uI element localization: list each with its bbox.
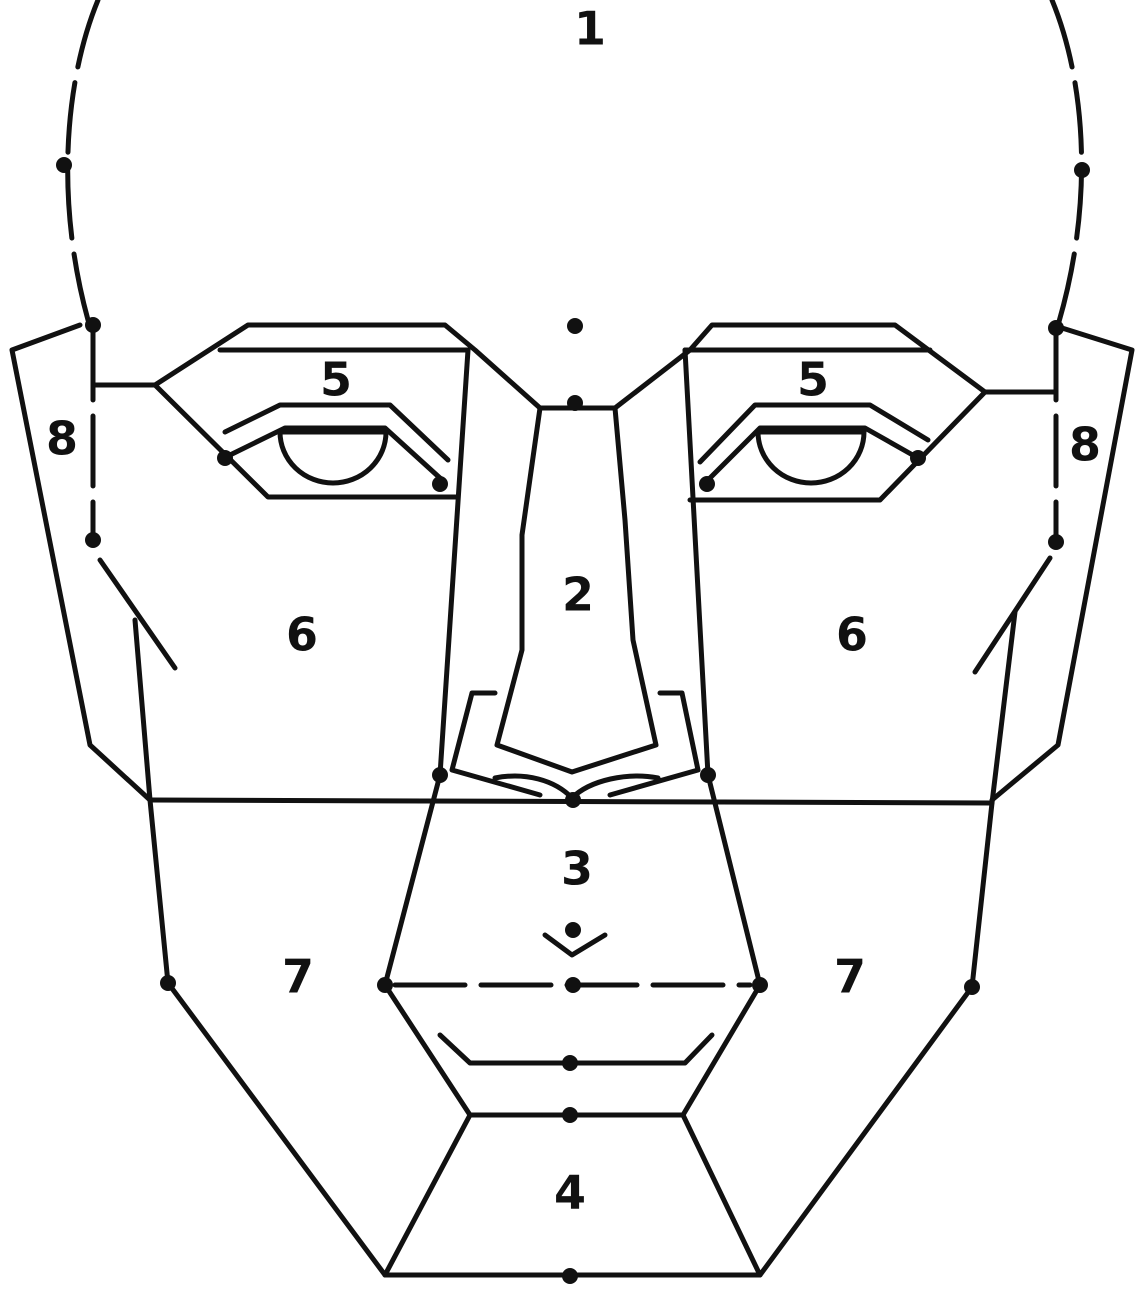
eye-left-socket — [155, 385, 458, 497]
zone-label-lower-cheek-left: 7 — [282, 950, 314, 1004]
zone-label-eyelid-right: 5 — [797, 353, 829, 407]
point-ear-bottom-right — [1048, 534, 1064, 550]
point-eye-right-outer — [910, 450, 926, 466]
eye-right-lid-crease — [708, 428, 918, 480]
jaw-left — [135, 620, 385, 1275]
ear-right-outline — [992, 328, 1132, 800]
point-eye-left-inner — [432, 476, 448, 492]
zone-label-forehead: 1 — [574, 2, 606, 56]
eye-right-socket — [690, 392, 985, 500]
point-lower-lip — [562, 1055, 578, 1071]
head-outline-right — [1052, 0, 1082, 325]
point-temple-right — [1074, 162, 1090, 178]
zone-label-ear-right: 8 — [1069, 418, 1101, 472]
cheek-left-vertical — [440, 350, 468, 775]
point-nasion — [567, 395, 583, 411]
point-chin-top — [562, 1107, 578, 1123]
point-ear-top-left — [85, 317, 101, 333]
point-temple-left — [56, 157, 72, 173]
point-nose-wing-right — [700, 767, 716, 783]
point-eye-right-inner — [699, 476, 715, 492]
zone-label-nose: 2 — [562, 568, 594, 622]
point-jaw-left — [160, 975, 176, 991]
zone-label-chin: 4 — [554, 1166, 586, 1220]
point-ear-bottom-left — [85, 532, 101, 548]
point-glabella — [567, 318, 583, 334]
ear-left-outline — [12, 325, 150, 800]
zone-label-lower-cheek-right: 7 — [834, 950, 866, 1004]
point-eye-left-outer — [217, 450, 233, 466]
jaw-right — [760, 612, 1015, 1275]
eye-left-lid-crease — [230, 428, 440, 478]
eye-left-iris — [280, 432, 386, 483]
head-outline-left — [68, 0, 98, 320]
point-mouth-left — [377, 977, 393, 993]
eye-right-iris — [758, 432, 864, 483]
point-nose-wing-left — [432, 767, 448, 783]
point-subnasale — [565, 792, 581, 808]
zone-label-ear-left: 8 — [46, 412, 78, 466]
point-ear-top-right — [1048, 320, 1064, 336]
zone-label-upper-lip: 3 — [561, 842, 593, 896]
zone-label-cheek-right: 6 — [836, 608, 868, 662]
point-philtrum — [565, 922, 581, 938]
zone-label-cheek-left: 6 — [286, 608, 318, 662]
point-mouth-right — [752, 977, 768, 993]
philtrum-mark — [545, 935, 605, 955]
point-jaw-right — [964, 979, 980, 995]
cheek-right-vertical — [685, 350, 708, 775]
point-mouth-center — [565, 977, 581, 993]
point-menton — [562, 1268, 578, 1284]
zone-label-eyelid-left: 5 — [320, 353, 352, 407]
